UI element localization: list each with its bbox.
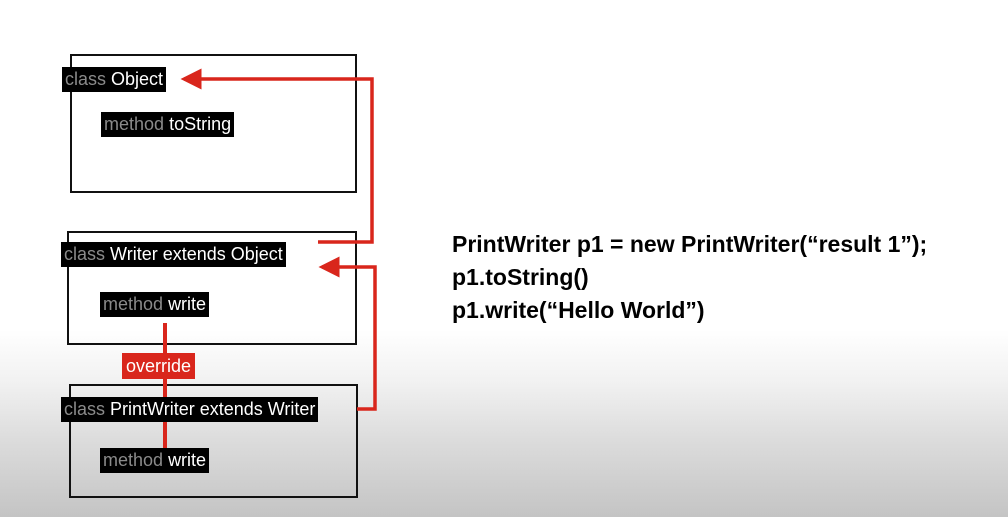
class-keyword: class (64, 244, 106, 264)
class-keyword: class (64, 399, 106, 419)
method-keyword: method (103, 450, 164, 470)
method-tostring-label: method toString (101, 112, 235, 137)
class-name: Writer extends Object (110, 244, 283, 264)
class-object-label: class Object (62, 67, 167, 92)
class-name: Object (111, 69, 164, 89)
method-name: write (168, 450, 207, 470)
class-writer-label: class Writer extends Object (61, 242, 286, 267)
method-name: write (168, 294, 207, 314)
method-name: toString (169, 114, 232, 134)
printwriter-to-writer-arrow (318, 256, 377, 411)
code-line: p1.toString() (452, 264, 589, 290)
class-printwriter-label: class PrintWriter extends Writer (61, 397, 319, 422)
method-keyword: method (104, 114, 165, 134)
method-keyword: method (103, 294, 164, 314)
class-box-object (70, 54, 357, 193)
class-box-writer (67, 231, 357, 345)
class-keyword: class (65, 69, 107, 89)
code-line: PrintWriter p1 = new PrintWriter(“result… (452, 231, 928, 257)
class-name: PrintWriter extends Writer (110, 399, 316, 419)
override-badge: override (122, 353, 196, 379)
method-write-printwriter-label: method write (100, 448, 210, 473)
class-box-printwriter (69, 384, 358, 498)
code-line: p1.write(“Hello World”) (452, 297, 705, 323)
code-block: PrintWriter p1 = new PrintWriter(“result… (452, 228, 927, 327)
writer-to-object-arrow (180, 68, 374, 244)
method-write-writer-label: method write (100, 292, 210, 317)
